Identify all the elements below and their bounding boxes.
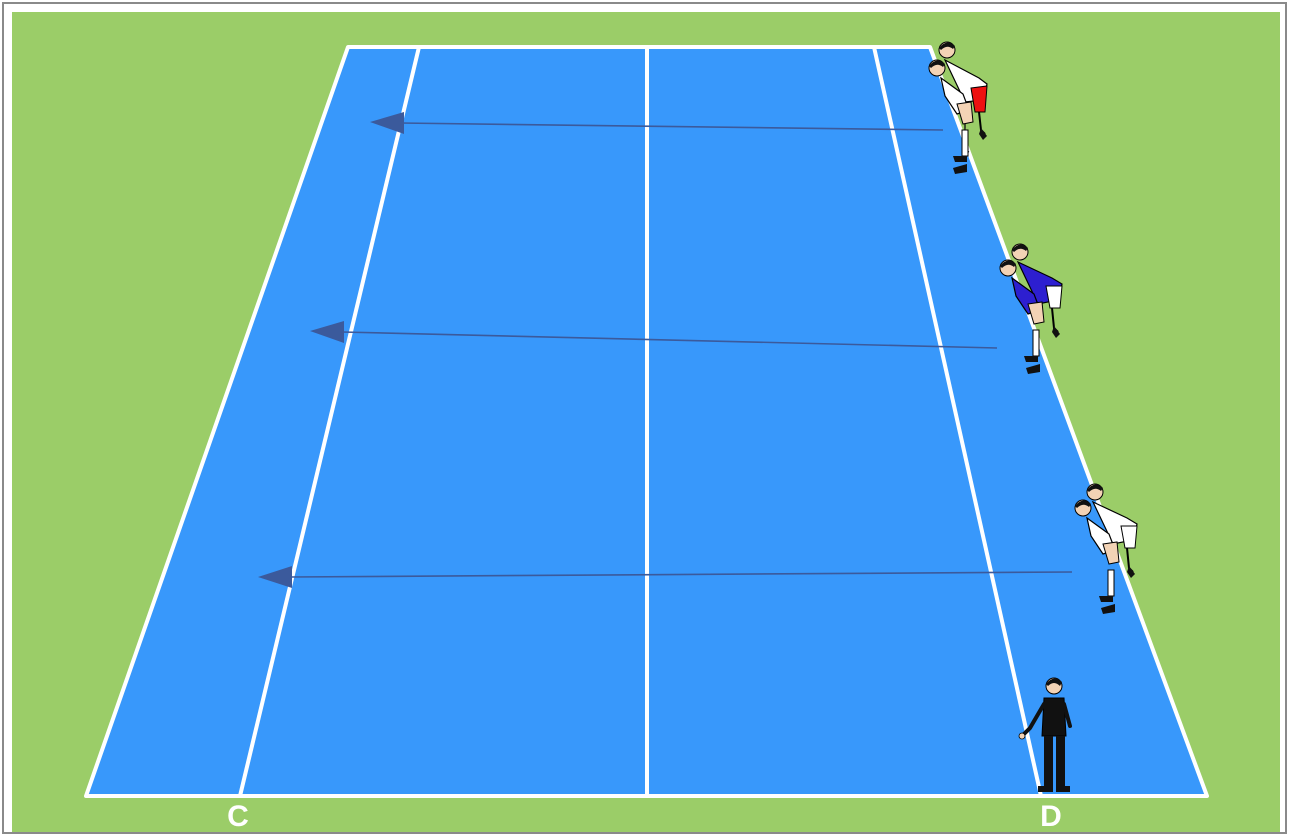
label-d: D xyxy=(1040,800,1062,833)
label-c: C xyxy=(227,800,249,833)
